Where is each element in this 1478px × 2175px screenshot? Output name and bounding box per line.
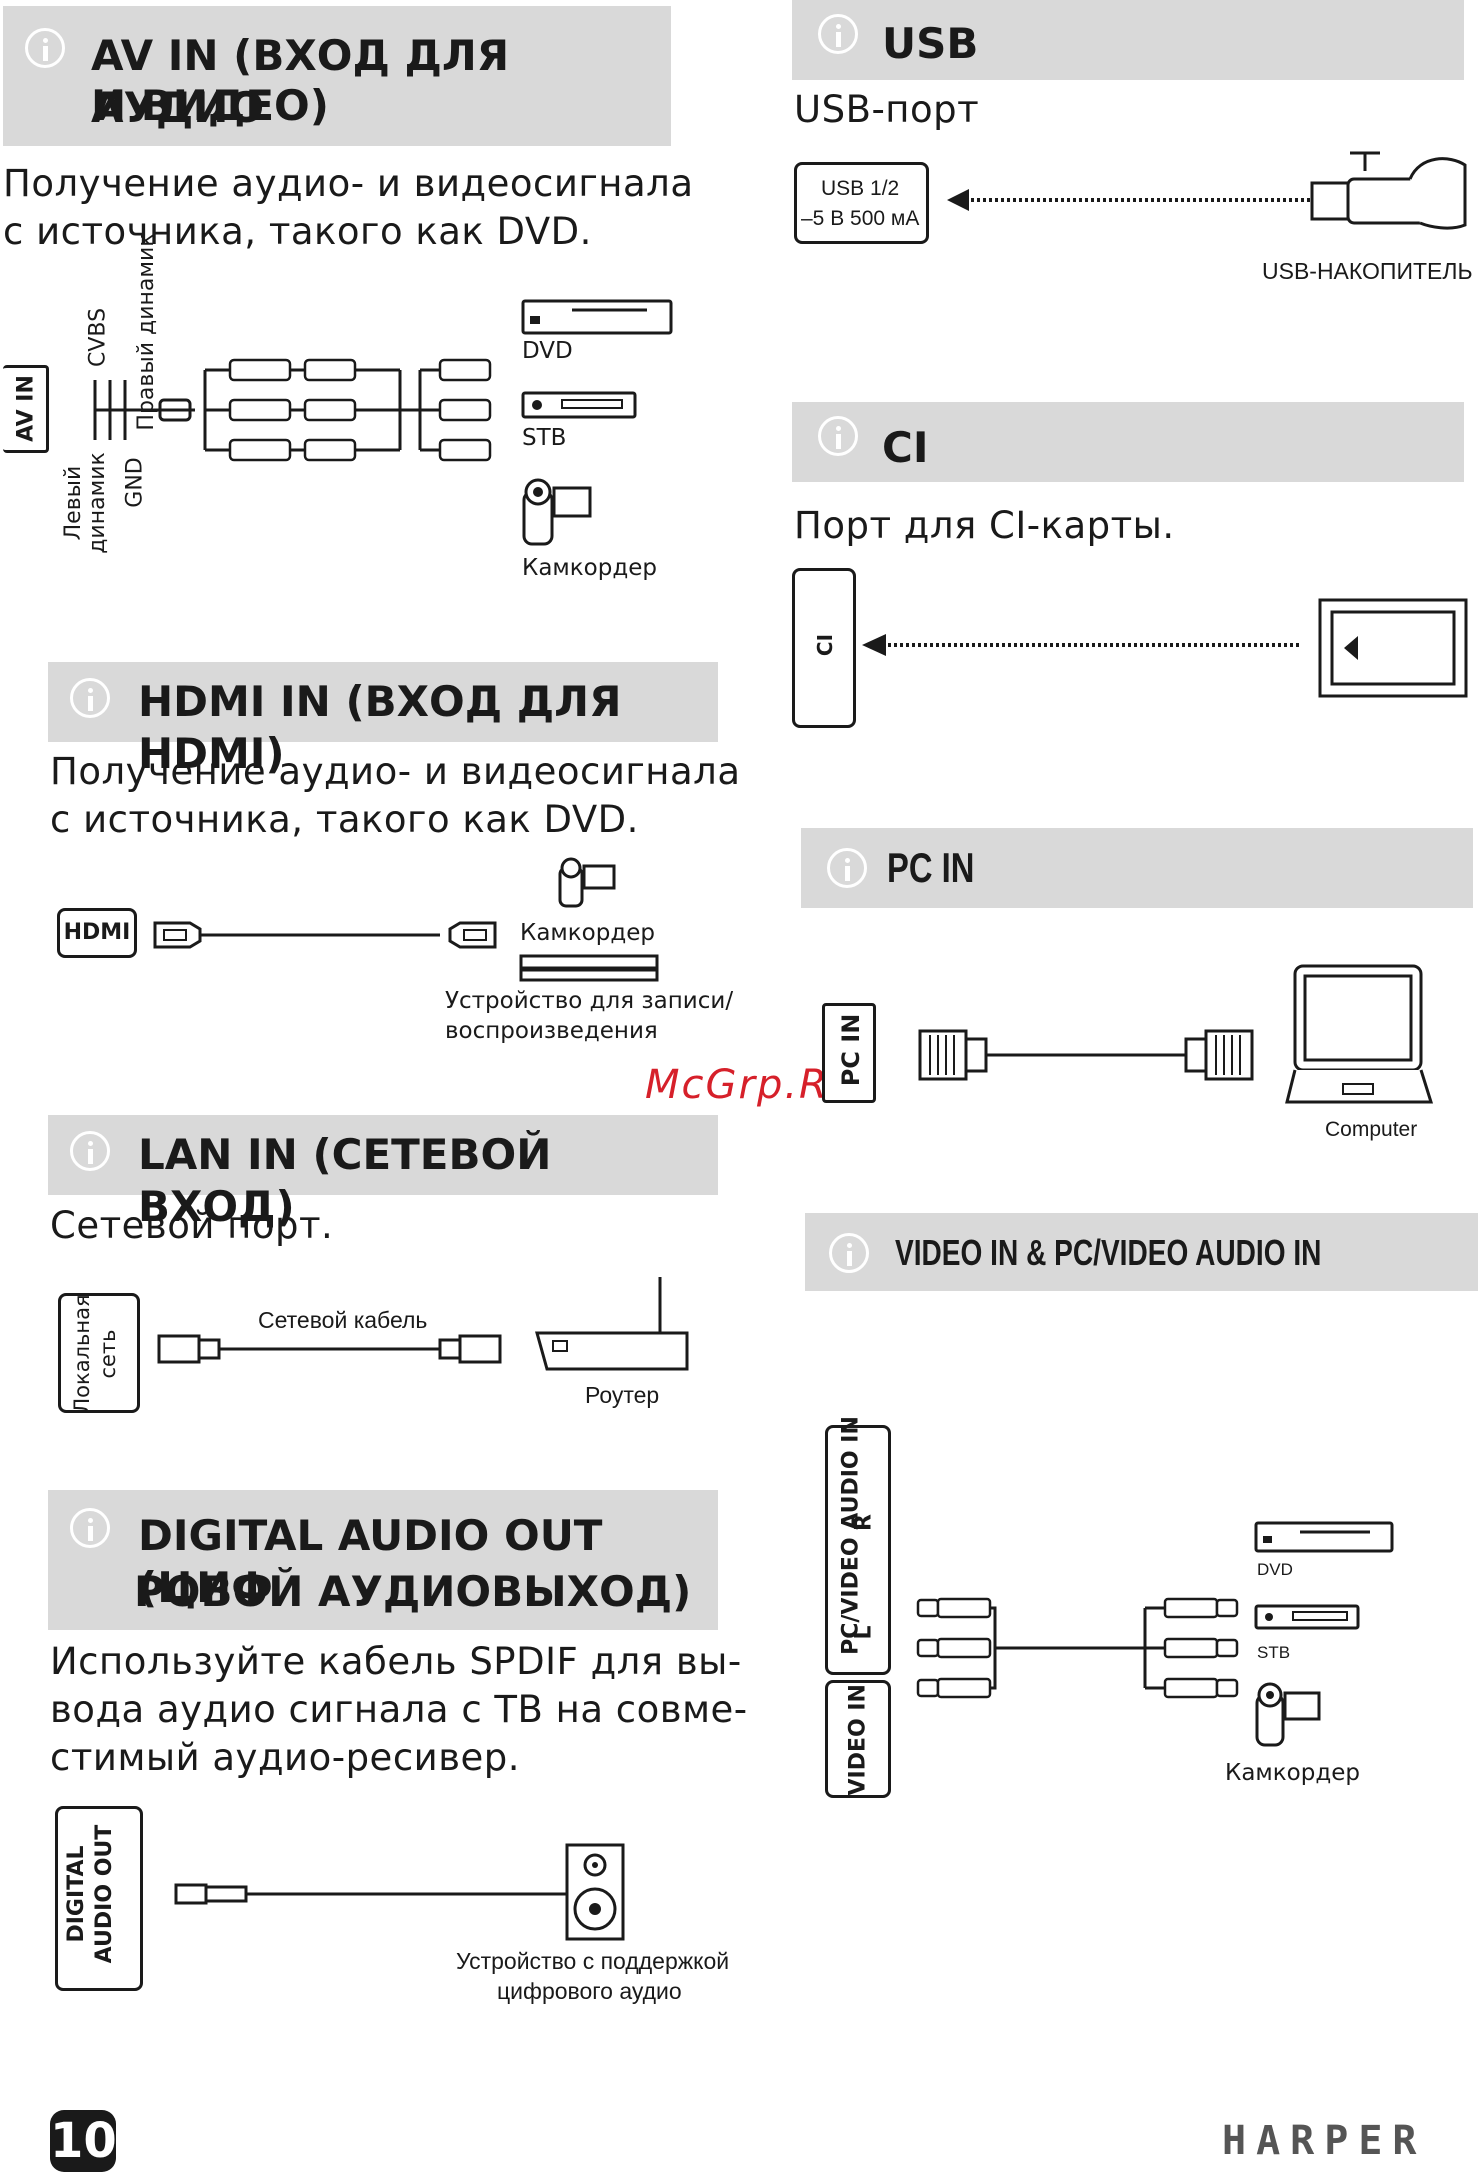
info-icon (818, 14, 858, 54)
info-icon (70, 678, 110, 718)
usb-header: USB (792, 0, 1464, 80)
av-in-header: AV IN (ВХОД ДЛЯ АУДИО И ВИДЕО) (3, 6, 671, 146)
dao-dev-label-line1: Устройство с поддержкой (456, 1948, 730, 1974)
pc-in-port: PC IN (822, 1003, 876, 1103)
av-cam-label: Камкордер (522, 555, 657, 581)
lan-port-label: Локальная сеть (70, 1294, 120, 1414)
av-in-port: AV IN (3, 365, 49, 453)
hdmi-port-label: HDMI (63, 920, 131, 945)
digital-audio-port: DIGITAL AUDIO OUT (55, 1806, 143, 1991)
recorder-icon (519, 954, 659, 982)
info-icon (70, 1508, 110, 1548)
video-in-header: VIDEO IN & PC/VIDEO AUDIO IN (805, 1213, 1478, 1291)
ci-arrow (862, 634, 1300, 656)
brand-logo: HARPER (1222, 2118, 1427, 2164)
av-in-text-line2: с источника, такого как DVD. (3, 210, 592, 253)
router-label: Роутер (585, 1382, 660, 1408)
lan-in-header: LAN IN (СЕТЕВОЙ ВХОД) (48, 1115, 718, 1231)
digital-audio-out-title-line1: DIGITAL AUDIO OUT (ЦИФ (138, 1511, 603, 1612)
usb-port-label-line1: USB 1/2 (821, 177, 900, 200)
hdmi-in-text-line2: с источника, такого как DVD. (50, 798, 639, 841)
ci-text: Порт для CI-карты. (794, 504, 1175, 547)
av-dvd-label: DVD (522, 338, 573, 364)
info-icon (25, 28, 65, 68)
usb-drive-icon (1310, 151, 1467, 230)
vin-cam-label: Камкордер (1225, 1760, 1360, 1786)
usb-drive-label: USB-НАКОПИТЕЛЬ (1262, 258, 1473, 284)
video-in-port-label: VIDEO IN (845, 1684, 871, 1796)
usb-arrow (947, 189, 1310, 211)
vin-stb-label: STB (1257, 1643, 1291, 1662)
rca-cables (916, 1597, 1239, 1699)
ci-card-icon (1318, 598, 1468, 698)
usb-port-label-line2: –5 В 500 мА (801, 207, 920, 230)
video-in-title: VIDEO IN & PC/VIDEO AUDIO IN (895, 1232, 1322, 1273)
laptop-icon (1285, 964, 1434, 1104)
hdmi-in-header: HDMI IN (ВХОД ДЛЯ HDMI) (48, 662, 718, 778)
info-icon (818, 416, 858, 456)
lan-port: Локальная сеть (58, 1293, 140, 1414)
hdmi-rec-label-line2: воспроизведения (445, 1018, 658, 1044)
router-icon (535, 1277, 689, 1371)
ci-port: CI (792, 568, 856, 728)
pc-video-audio-in-port: PC/VIDEO AUDIO IN R L (825, 1416, 891, 1675)
pc-in-header: PC IN (801, 828, 1473, 908)
vin-dvd-label: DVD (1257, 1560, 1293, 1579)
hdmi-cam-label: Камкордер (520, 920, 655, 946)
lan-in-text: Сетевой порт. (50, 1204, 334, 1247)
pc-in-port-label: PC IN (837, 1013, 865, 1087)
av-in-diagram (93, 358, 492, 462)
dvd-icon (521, 299, 673, 335)
ch-l-label: L (851, 1625, 877, 1640)
camcorder-icon (558, 857, 616, 908)
dao-text-line3: стимый аудио-ресивер. (50, 1736, 521, 1779)
hdmi-cable (153, 921, 497, 949)
hdmi-rec-label-line1: Устройство для записи/ (445, 988, 734, 1014)
digital-audio-port-label: DIGITAL AUDIO OUT (64, 1824, 117, 1964)
av-stb-label: STB (522, 425, 567, 451)
hdmi-in-text-line1: Получение аудио- и видеосигнала (50, 750, 741, 793)
dao-dev-label-line2: цифрового аудио (497, 1978, 682, 2004)
usb-text: USB-порт (794, 88, 980, 131)
video-in-port: VIDEO IN (825, 1680, 891, 1798)
page-number: 10 (50, 2110, 117, 2172)
info-icon (829, 1233, 869, 1273)
av-in-title-line2: И ВИДЕО) (91, 81, 329, 130)
info-icon (70, 1131, 110, 1171)
dao-text-line1: Используйте кабель SPDIF для вы- (50, 1640, 742, 1683)
lan-in-title: LAN IN (СЕТЕВОЙ ВХОД) (138, 1130, 552, 1231)
computer-label: Computer (1325, 1118, 1418, 1141)
stb-icon (521, 391, 637, 419)
usb-port: USB 1/2 –5 В 500 мА (794, 162, 929, 244)
hdmi-port: HDMI (57, 908, 137, 958)
ch-r-label: R (851, 1514, 877, 1531)
camcorder-icon (1255, 1682, 1321, 1747)
speaker-icon (565, 1843, 625, 1941)
ci-title: CI (882, 423, 929, 472)
camcorder-icon (522, 478, 592, 546)
dvd-icon (1254, 1521, 1394, 1553)
pc-in-title: PC IN (887, 844, 975, 891)
usb-title: USB (882, 19, 979, 68)
hdmi-in-title: HDMI IN (ВХОД ДЛЯ HDMI) (138, 677, 622, 778)
stb-icon (1254, 1604, 1360, 1630)
info-icon (827, 848, 867, 888)
lan-cable-label: Сетевой кабель (258, 1307, 428, 1333)
digital-audio-out-title-line2: РОВОЙ АУДИОВЫХОД) (134, 1567, 692, 1616)
av-in-text-line1: Получение аудио- и видеосигнала (3, 162, 694, 205)
lan-cable (157, 1334, 502, 1364)
digital-audio-out-header: DIGITAL AUDIO OUT (ЦИФ РОВОЙ АУДИОВЫХОД) (48, 1490, 718, 1630)
ci-header: CI (792, 402, 1464, 482)
dao-text-line2: вода аудио сигнала с ТВ на совме- (50, 1688, 748, 1731)
vga-cable (918, 1029, 1254, 1081)
spdif-cable (174, 1883, 580, 1905)
av-in-title-line1: AV IN (ВХОД ДЛЯ АУДИО (91, 31, 510, 132)
watermark: McGrp.Ru (645, 1062, 857, 1108)
ci-port-label: CI (813, 633, 837, 657)
